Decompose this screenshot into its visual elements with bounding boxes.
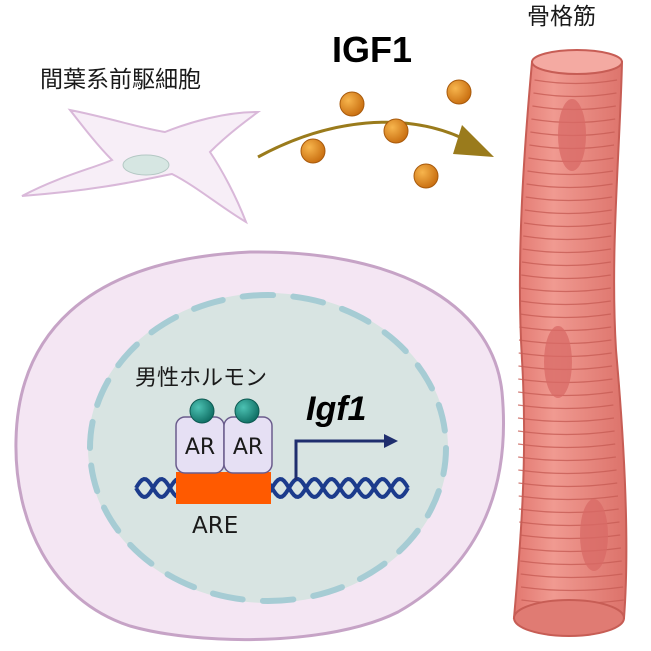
nuclear-envelope-segment <box>310 584 345 599</box>
igf1-particle <box>339 91 365 117</box>
male-hormone-molecule <box>234 398 260 424</box>
muscle-nucleus <box>580 499 608 571</box>
nuclear-envelope-segment <box>94 377 112 408</box>
skeletal-muscle-fiber <box>512 49 628 637</box>
muscle-striation <box>520 573 623 579</box>
nuclear-envelope-segment <box>414 362 435 392</box>
muscle-striation <box>520 300 611 306</box>
muscle-striation <box>533 92 617 98</box>
muscle-striation <box>523 222 612 228</box>
nuclear-envelope-segment <box>148 313 180 336</box>
muscle-striation <box>522 248 612 254</box>
secretion-arrow-curve <box>257 120 463 159</box>
muscle-striation <box>519 326 612 332</box>
nuclear-envelope-segment <box>164 571 198 591</box>
muscle-fiber-top <box>531 49 623 75</box>
muscle-striation <box>518 391 613 397</box>
muscle-striation <box>534 79 618 85</box>
muscle-striation <box>518 482 618 488</box>
nuclear-envelope-segment <box>259 596 297 604</box>
nuclear-envelope-segment <box>440 445 449 478</box>
muscle-striation <box>520 560 622 566</box>
label-ar-left: AR <box>185 435 215 460</box>
label-ar-right: AR <box>233 435 263 460</box>
are-element <box>176 472 271 504</box>
muscle-striation <box>519 534 621 540</box>
nuclear-envelope-segment <box>381 329 409 355</box>
label-igf1-gene: Igf1 <box>306 390 366 428</box>
androgen-receptor-right: AR <box>223 416 273 474</box>
muscle-striation <box>518 495 619 501</box>
muscle-fiber-bottom <box>513 599 625 637</box>
muscle-striation <box>520 287 611 293</box>
nuclear-envelope-segment <box>338 305 372 325</box>
secretion-arrowhead <box>453 125 494 157</box>
nuclear-envelope-segment <box>396 527 421 555</box>
nuclear-envelope-segment <box>435 401 448 434</box>
muscle-striation <box>517 443 616 449</box>
nuclear-envelope-segment <box>209 590 246 603</box>
muscle-striation <box>526 183 613 189</box>
muscle-nucleus <box>558 99 586 171</box>
muscle-striation <box>518 456 616 462</box>
muscle-striation <box>517 430 615 436</box>
androgen-receptor-left: AR <box>175 416 225 474</box>
label-are: ARE <box>192 513 238 539</box>
progenitor-nucleus <box>122 154 170 176</box>
muscle-striation <box>519 547 622 553</box>
label-male-hormone: 男性ホルモン <box>135 366 267 391</box>
muscle-striation <box>525 196 613 202</box>
nuclear-envelope <box>87 292 449 604</box>
muscle-striation <box>520 586 624 592</box>
label-skeletal-muscle: 骨格筋 <box>527 4 596 30</box>
muscle-striation <box>524 209 612 215</box>
igf1-particle <box>300 138 326 164</box>
mesenchymal-progenitor-cell <box>21 108 262 225</box>
nuclear-envelope-segment <box>87 418 96 451</box>
muscle-striation <box>519 521 620 527</box>
muscle-striation <box>527 170 614 176</box>
muscle-striation <box>518 508 619 514</box>
muscle-nucleus <box>544 326 572 398</box>
muscle-striation <box>517 417 615 423</box>
muscle-striation <box>517 404 614 410</box>
nuclear-envelope-segment <box>239 292 277 300</box>
nuclear-envelope-segment <box>115 341 140 369</box>
muscle-striation <box>521 261 611 267</box>
igf1-particle <box>446 79 472 105</box>
muscle-striation <box>521 274 611 280</box>
nuclear-envelope-segment <box>290 293 327 306</box>
nuclear-envelope-segment <box>101 504 122 534</box>
muscle-striation <box>519 313 612 319</box>
nuclear-envelope-segment <box>356 560 388 583</box>
label-igf1-protein: IGF1 <box>332 29 412 70</box>
muscle-striation <box>523 235 612 241</box>
nuclear-envelope-segment <box>88 462 101 495</box>
igf1-particles <box>300 79 472 189</box>
male-hormone-molecule <box>189 398 215 424</box>
transcription-arrowhead <box>384 434 398 448</box>
muscle-striation <box>518 469 617 475</box>
transcription-start-arrow <box>294 439 388 480</box>
nuclear-envelope-segment <box>127 541 155 567</box>
nuclear-envelope-segment <box>191 297 226 312</box>
nuclear-envelope-segment <box>424 488 442 519</box>
label-mesenchymal-progenitor: 間葉系前駆細胞 <box>40 67 201 93</box>
igf1-particle <box>383 118 409 144</box>
igf1-particle <box>413 163 439 189</box>
